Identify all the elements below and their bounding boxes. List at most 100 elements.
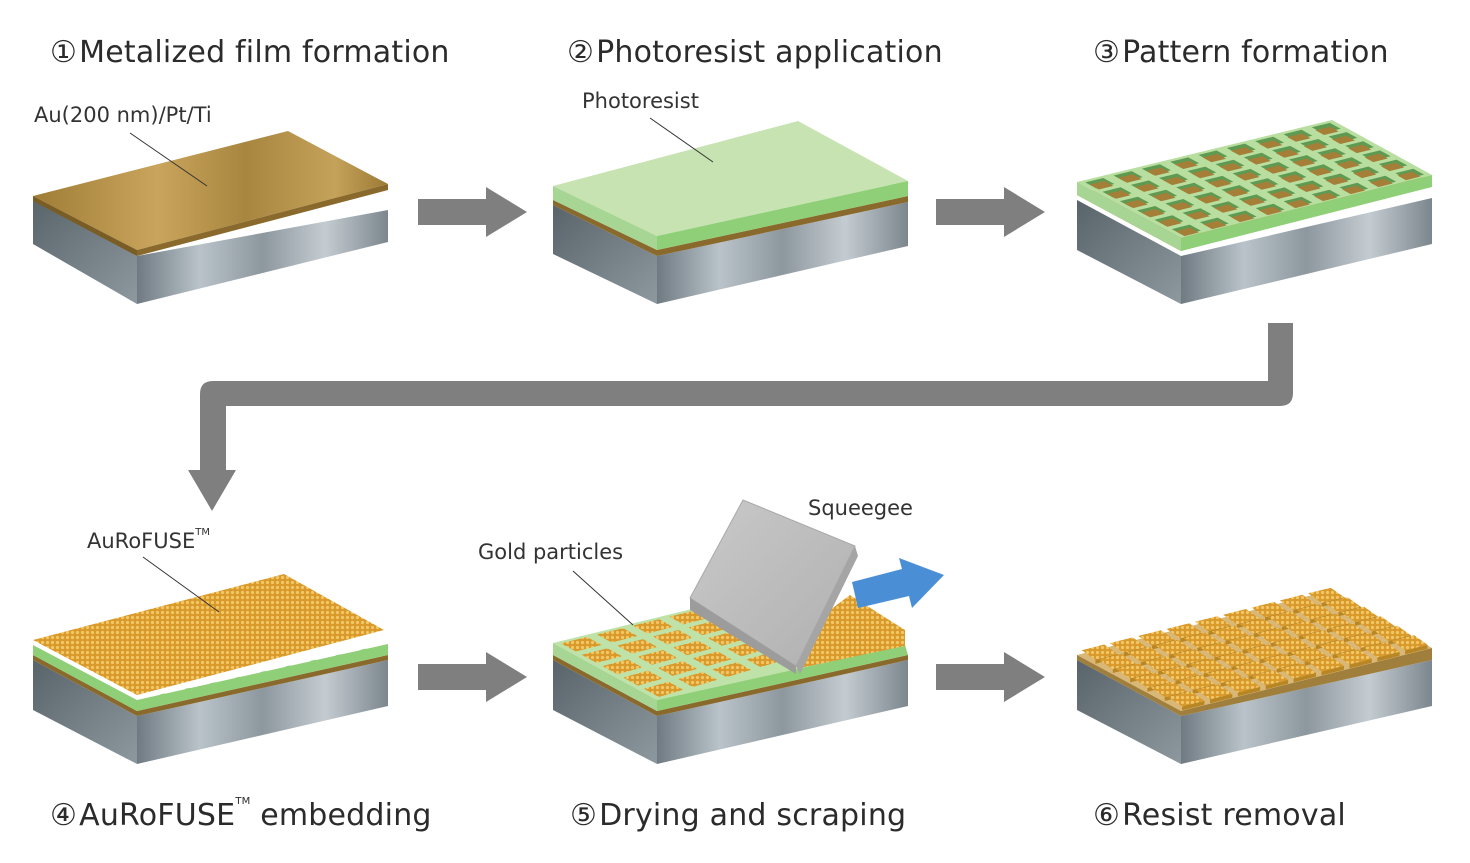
gold-bump	[1335, 649, 1372, 665]
step-4-title: ④AuRoFUSETM embedding	[50, 796, 432, 833]
bump-side	[1182, 700, 1205, 711]
gold-bump	[1246, 644, 1282, 660]
bump-side	[1237, 686, 1261, 697]
unscraped-paste	[790, 595, 905, 668]
grid-hole-floor	[1146, 167, 1170, 176]
particle-cell	[653, 630, 693, 645]
step-3-title: ③Pattern formation	[1093, 35, 1389, 70]
step-6-number: ⑥	[1093, 798, 1121, 833]
gold-film-edge-front	[137, 184, 388, 256]
block-photoresist	[553, 121, 908, 304]
gold-bump	[1172, 649, 1209, 665]
gold-bump	[1319, 639, 1355, 655]
step-2-title: ②Photoresist application	[567, 35, 943, 70]
block-drying-scraping	[553, 499, 944, 764]
grid-hole-floor	[1264, 165, 1288, 174]
resist-side	[553, 643, 657, 711]
grid-hole-floor	[1397, 171, 1421, 181]
step-4-number: ④	[50, 798, 78, 833]
gold-film-top	[33, 131, 388, 250]
resist-front	[657, 181, 908, 250]
resist-tooth	[285, 665, 291, 678]
grid-hole-floor	[1381, 162, 1405, 172]
gold-bump	[1280, 663, 1316, 679]
grid-hole-floor	[1308, 167, 1332, 176]
grid-hole-floor	[1297, 183, 1321, 192]
squeegee-bottom-edge	[690, 598, 796, 674]
substrate-side	[1077, 660, 1181, 764]
particle-cell	[623, 670, 663, 686]
step-1-title: ①Metalized film formation	[50, 35, 450, 70]
step-5-number: ⑤	[570, 798, 598, 833]
gold-bump	[1279, 594, 1316, 610]
gold-bump	[1268, 611, 1305, 627]
resist-tooth	[235, 676, 241, 689]
block-metalized-film	[33, 131, 388, 304]
particle-cell	[657, 661, 698, 676]
step-4-label-rest: embedding	[250, 798, 432, 833]
grid-hole-floor	[1353, 169, 1377, 179]
gold-bump	[1347, 632, 1383, 648]
gold-bump	[1116, 663, 1153, 679]
paste-top	[33, 574, 384, 695]
callout-aurofuse-main: AuRoFUSE	[87, 529, 196, 553]
gold-bump	[1302, 630, 1339, 646]
grid-hole-floor	[1336, 160, 1360, 169]
bump-side	[1405, 644, 1428, 655]
gold-bump	[1252, 670, 1289, 686]
step-6-title: ⑥Resist removal	[1093, 798, 1346, 833]
gold-bump	[1341, 606, 1378, 622]
grid-hole-floor	[1230, 147, 1255, 156]
resist-side	[553, 186, 657, 250]
leader-aurofuse	[142, 556, 220, 613]
grid-hole-floor	[1169, 202, 1193, 211]
resist-layer	[33, 644, 388, 711]
motion-arrow	[852, 558, 944, 608]
resist-tooth	[260, 671, 266, 683]
substrate-front	[137, 660, 388, 764]
leader-gold-particles	[572, 570, 634, 626]
grid-hole-floor	[1253, 181, 1277, 190]
grid-hole-floor	[1197, 195, 1221, 204]
grid-hole-floor	[1225, 188, 1249, 197]
gold-bump	[1257, 627, 1294, 644]
gold-film-edge	[33, 196, 137, 256]
substrate-side	[33, 196, 137, 304]
gold-bump	[1223, 609, 1260, 625]
gold-bump	[1211, 625, 1249, 641]
gold-bump	[1217, 651, 1254, 667]
gold-bump	[1228, 634, 1265, 651]
callout-aurofuse: AuRoFUSETM	[87, 527, 210, 553]
grid-hole-floor	[1186, 211, 1210, 220]
gold-bump	[1285, 620, 1322, 636]
substrate-side	[1077, 200, 1181, 304]
grid-hole-floor	[1315, 126, 1339, 135]
bump-side	[1377, 651, 1400, 662]
gold-bump	[1330, 623, 1367, 639]
gold-bump	[1363, 642, 1400, 658]
gold-bump	[1178, 674, 1216, 690]
gold-bump	[1166, 623, 1203, 639]
gold-bump	[1155, 639, 1192, 655]
leader-metal-film	[129, 132, 208, 187]
gold-bump	[1144, 656, 1181, 672]
arrow-2-to-3	[936, 187, 1045, 237]
particle-cell	[692, 651, 732, 667]
grid-hole-floor	[1208, 179, 1232, 188]
gold-bump	[1138, 630, 1175, 646]
gold-bump-array	[1081, 587, 1428, 711]
gold-bump	[1324, 597, 1361, 613]
grid-hole-floor	[1258, 206, 1282, 216]
resist-grid-top	[1077, 120, 1432, 238]
gold-bump	[1109, 637, 1147, 653]
grid-hole-floor	[1191, 169, 1215, 179]
gold-bump	[1308, 656, 1344, 672]
gold-bump	[1150, 681, 1188, 697]
gold-bump	[1098, 653, 1136, 669]
bump-side	[1210, 693, 1233, 704]
grid-hole-floor	[1303, 142, 1327, 151]
gold-bump	[1183, 632, 1220, 648]
arrow-5-to-6	[936, 652, 1045, 702]
resist-tooth	[360, 648, 366, 661]
